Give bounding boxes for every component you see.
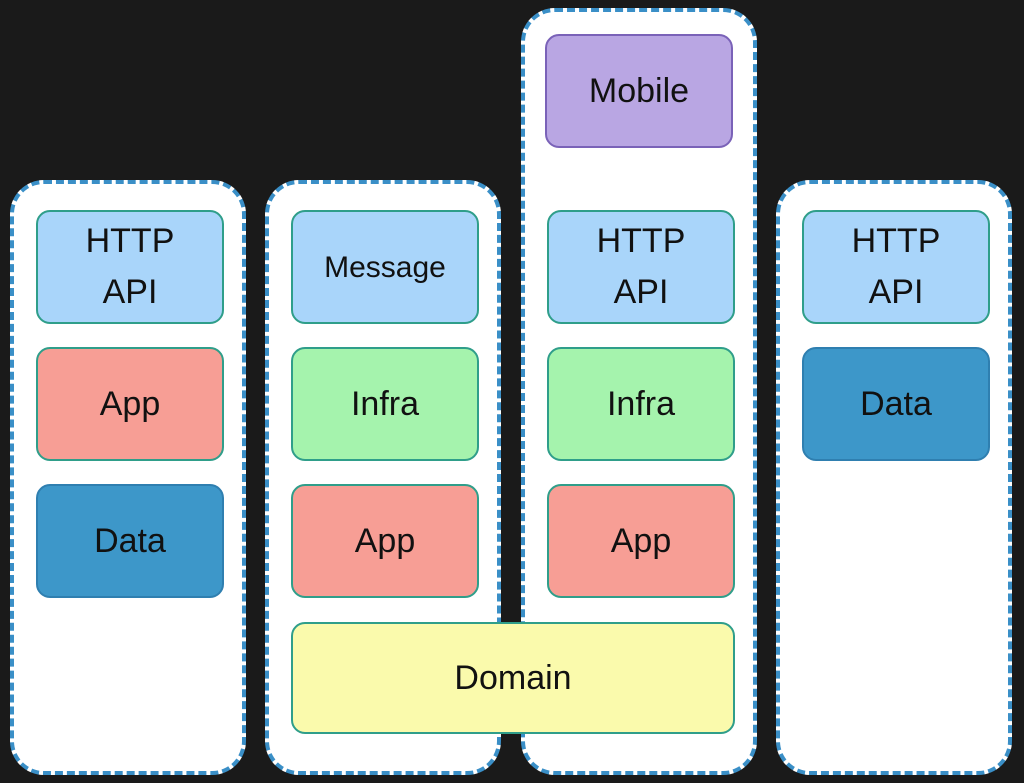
- http-api-block-1: HTTP API: [36, 210, 224, 324]
- app-block-1: App: [36, 347, 224, 461]
- app-block-3: App: [547, 484, 735, 598]
- data-block-4: Data: [802, 347, 990, 461]
- mobile-block: Mobile: [545, 34, 733, 148]
- app-block-2: App: [291, 484, 479, 598]
- http-api-block-3: HTTP API: [547, 210, 735, 324]
- infra-block-2: Infra: [291, 347, 479, 461]
- http-api-block-4: HTTP API: [802, 210, 990, 324]
- message-block: Message: [291, 210, 479, 324]
- domain-block: Domain: [291, 622, 735, 734]
- data-block-1: Data: [36, 484, 224, 598]
- infra-block-3: Infra: [547, 347, 735, 461]
